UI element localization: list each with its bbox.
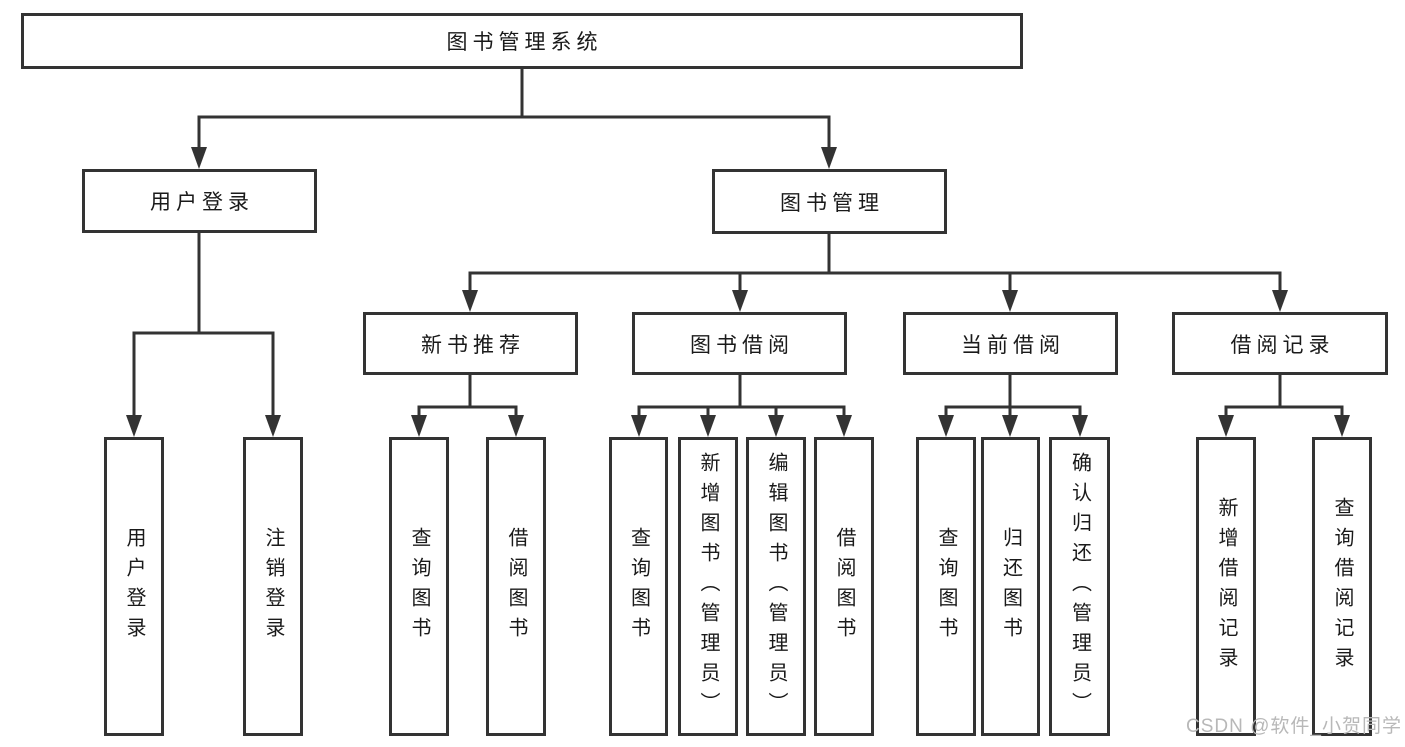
node-query-books-borrowing: 查询图书 <box>609 437 668 736</box>
node-label: 借阅图书 <box>833 526 855 647</box>
node-return-book: 归还图书 <box>981 437 1040 736</box>
node-borrow-books-borrowing: 借阅图书 <box>814 437 874 736</box>
connector-book-mgmt-to-sections <box>462 234 1288 312</box>
node-label: 查询借阅记录 <box>1331 496 1353 677</box>
node-user-login: 用户登录 <box>82 169 317 233</box>
node-borrow-records: 借阅记录 <box>1172 312 1388 375</box>
node-query-books-recommend: 查询图书 <box>389 437 449 736</box>
node-confirm-return-admin: 确认归还（管理员） <box>1049 437 1110 736</box>
connector-records-to-children <box>1218 375 1350 437</box>
node-current-borrowing: 当前借阅 <box>903 312 1118 375</box>
node-label: 查询图书 <box>408 526 430 647</box>
node-new-book-recommend: 新书推荐 <box>363 312 578 375</box>
node-label: 新增图书（管理员） <box>697 451 719 722</box>
node-user-login-leaf: 用户登录 <box>104 437 164 736</box>
node-label: 编辑图书（管理员） <box>765 451 787 722</box>
node-label: 注销登录 <box>262 526 284 647</box>
node-label: 查询图书 <box>627 526 650 647</box>
connector-current-to-children <box>938 375 1088 437</box>
node-label: 查询图书 <box>935 526 957 647</box>
connector-user-login-to-children <box>126 233 281 437</box>
connector-borrowing-to-children <box>631 375 852 437</box>
node-add-borrow-record: 新增借阅记录 <box>1196 437 1256 736</box>
node-book-borrowing: 图书借阅 <box>632 312 847 375</box>
node-query-borrow-record: 查询借阅记录 <box>1312 437 1372 736</box>
connector-root-to-level2 <box>191 69 837 169</box>
node-label: 借阅图书 <box>505 526 527 647</box>
node-label: 新增借阅记录 <box>1215 496 1237 677</box>
node-query-books-current: 查询图书 <box>916 437 976 736</box>
node-label: 确认归还（管理员） <box>1068 451 1091 722</box>
node-borrow-books-recommend: 借阅图书 <box>486 437 546 736</box>
node-add-book-admin: 新增图书（管理员） <box>678 437 738 736</box>
node-book-management: 图书管理 <box>712 169 947 234</box>
connector-new-books-to-children <box>411 375 524 437</box>
node-edit-book-admin: 编辑图书（管理员） <box>746 437 806 736</box>
node-library-system: 图书管理系统 <box>21 13 1023 69</box>
csdn-watermark: CSDN @软件_小贺同学 <box>1186 716 1402 737</box>
node-label: 用户登录 <box>123 526 145 647</box>
node-label: 归还图书 <box>999 526 1022 647</box>
node-logout: 注销登录 <box>243 437 303 736</box>
